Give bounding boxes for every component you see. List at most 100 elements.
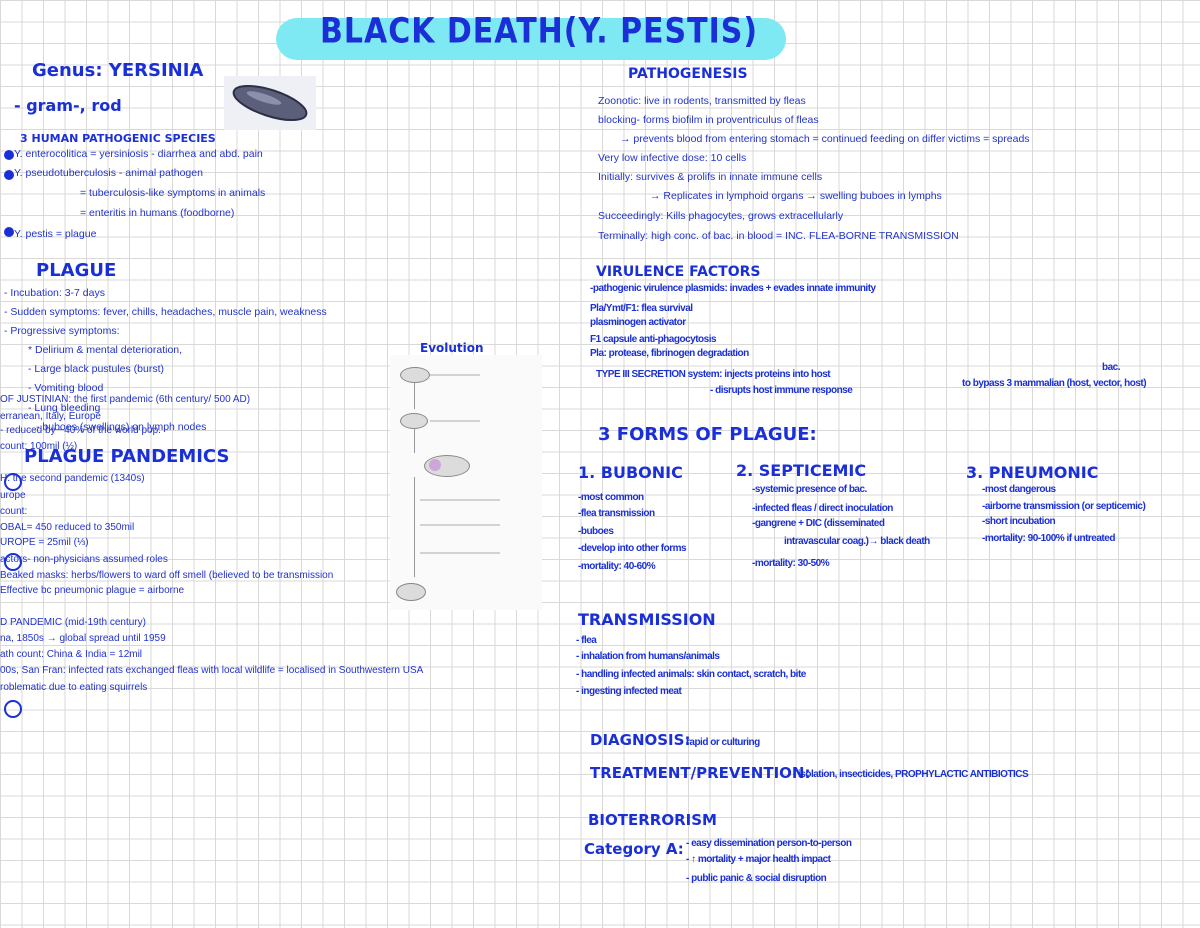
virulence-note: bac. <box>1102 362 1121 373</box>
bioterrorism-item: - easy dissemination person-to-person <box>686 838 852 849</box>
septicemic-title: 2. SEPTICEMIC <box>736 461 867 480</box>
pandemic-line: actors- non-physicians assumed roles <box>0 554 168 565</box>
pneumonic-item: -short incubation <box>982 516 1056 527</box>
justinian-line: - reduced by ~40% of the world pop. <box>0 425 161 436</box>
justinian-line: erranean, Italy, Europe <box>0 411 101 422</box>
evolution-diagram <box>390 355 542 610</box>
virulence-item: to bypass 3 mammalian (host, vector, hos… <box>962 378 1147 389</box>
septicemic-item: -gangrene + DIC (disseminated <box>752 518 885 529</box>
gram-note: - gram-, rod <box>14 96 122 115</box>
pathogenesis-item: Very low infective dose: 10 cells <box>598 152 747 164</box>
pandemic-line: OBAL= 450 reduced to 350mil <box>0 522 135 533</box>
pandemic-line: roblematic due to eating squirrels <box>0 682 148 693</box>
bacterium-image <box>224 76 316 130</box>
arrow <box>414 477 415 577</box>
pandemic-line: ath count: China & India = 12mil <box>0 649 143 660</box>
evolution-label: Evolution <box>420 341 484 355</box>
virulence-item: -pathogenic virulence plasmids: invades … <box>590 283 876 294</box>
number-circle <box>4 473 22 491</box>
justinian-line: OF JUSTINIAN: the first pandemic (6th ce… <box>0 394 251 405</box>
treatment-label: TREATMENT/PREVENTION: <box>590 764 811 782</box>
pandemic-line: UROPE = 25mil (⅓) <box>0 537 89 548</box>
plague-heading: PLAGUE <box>36 260 117 281</box>
transmission-item: - handling infected animals: skin contac… <box>576 669 806 680</box>
species-2-detail-2: = enteritis in humans (foodborne) <box>80 207 235 219</box>
pathogenesis-heading: PATHOGENESIS <box>628 66 748 82</box>
bacterium-node <box>400 367 430 383</box>
species-1: Y. enterocolitica = yersiniosis - diarrh… <box>14 148 263 160</box>
species-2-detail-1: = tuberculosis-like symptoms in animals <box>80 187 266 199</box>
plague-item: - buboes (swellings) on lymph nodes <box>36 421 207 433</box>
plague-item: - Large black pustules (burst) <box>28 363 164 375</box>
bubonic-item: -buboes <box>578 526 614 537</box>
bioterrorism-item: - ↑ mortality + major health impact <box>686 854 831 865</box>
pathogenesis-item: Initially: survives & prolifs in innate … <box>598 171 823 183</box>
septicemic-item: -mortality: 30-50% <box>752 558 830 569</box>
bioterrorism-heading: BIOTERRORISM <box>588 811 717 829</box>
treatment-value: isolation, insecticides, PROPHYLACTIC AN… <box>798 769 1029 780</box>
virulence-item: Pla/Ymt/F1: flea survival <box>590 303 693 314</box>
justinian-line: count: 100mil (½) <box>0 441 78 452</box>
bubonic-item: -mortality: 40-60% <box>578 561 656 572</box>
bubonic-title: 1. BUBONIC <box>578 463 683 482</box>
diagram-lines <box>420 374 500 554</box>
pandemic-line: Effective bc pneumonic plague = airborne <box>0 585 185 596</box>
septicemic-item: intravascular coag.)→ black death <box>784 536 930 547</box>
virulence-heading: VIRULENCE FACTORS <box>596 264 761 280</box>
pathogenesis-item: → Replicates in lymphoid organs → swelli… <box>650 190 942 202</box>
bullet-dot <box>4 150 14 160</box>
septicemic-item: -infected fleas / direct inoculation <box>752 503 893 514</box>
septicemic-item: -systemic presence of bac. <box>752 484 867 495</box>
pathogenesis-item: Zoonotic: live in rodents, transmitted b… <box>598 95 806 107</box>
virulence-item: F1 capsule anti-phagocytosis <box>590 334 717 345</box>
pathogenesis-item: Succeedingly: Kills phagocytes, grows ex… <box>598 210 844 222</box>
pathogenesis-item: blocking- forms biofilm in proventriculu… <box>598 114 819 126</box>
virulence-item: Pla: protease, fibrinogen degradation <box>590 348 749 359</box>
pandemic-line: H: the second pandemic (1340s) <box>0 473 145 484</box>
pandemic-line: count: <box>0 506 28 517</box>
pneumonic-title: 3. PNEUMONIC <box>966 463 1099 482</box>
virulence-item: - disrupts host immune response <box>710 385 853 396</box>
arrow <box>414 429 415 453</box>
bacterium-node <box>396 583 426 601</box>
species-heading: 3 HUMAN PATHOGENIC SPECIES <box>20 132 216 145</box>
plague-item: - Lung bleeding <box>28 402 101 414</box>
title-highlight <box>276 18 786 60</box>
pandemic-line: Beaked masks: herbs/flowers to ward off … <box>0 570 334 581</box>
pandemic-line: 00s, San Fran: infected rats exchanged f… <box>0 665 424 676</box>
bullet-dot <box>4 170 14 180</box>
number-circle <box>4 553 22 571</box>
virulence-item: plasminogen activator <box>590 317 686 328</box>
pandemics-heading: PLAGUE PANDEMICS <box>24 446 230 467</box>
pneumonic-item: -airborne transmission (or septicemic) <box>982 501 1146 512</box>
plague-item: - Incubation: 3-7 days <box>4 287 105 299</box>
pandemic-line: D PANDEMIC (mid-19th century) <box>0 617 146 628</box>
forms-heading: 3 FORMS OF PLAGUE: <box>598 424 817 445</box>
pandemic-line: na, 1850s → global spread until 1959 <box>0 633 166 644</box>
pneumonic-item: -most dangerous <box>982 484 1056 495</box>
transmission-heading: TRANSMISSION <box>578 610 716 629</box>
bubonic-item: -flea transmission <box>578 508 655 519</box>
bullet-dot <box>4 227 14 237</box>
arrow <box>414 383 415 409</box>
species-3: Y. pestis = plague <box>14 228 97 240</box>
transmission-item: - ingesting infected meat <box>576 686 682 697</box>
plague-item: - Vomiting blood <box>28 382 104 394</box>
diagnosis-label: DIAGNOSIS: <box>590 731 691 749</box>
pathogenesis-item: → prevents blood from entering stomach =… <box>620 133 1030 145</box>
diagnosis-value: rapid or culturing <box>686 737 760 748</box>
pandemic-line: urope <box>0 490 26 501</box>
pathogenesis-item: Terminally: high conc. of bac. in blood … <box>598 230 959 242</box>
plague-item: * Delirium & mental deterioration, <box>28 344 183 356</box>
genus-heading: Genus: YERSINIA <box>32 60 204 81</box>
transmission-item: - flea <box>576 635 597 646</box>
plague-item: - Sudden symptoms: fever, chills, headac… <box>4 306 327 318</box>
transmission-item: - inhalation from humans/animals <box>576 651 720 662</box>
bubonic-item: -develop into other forms <box>578 543 687 554</box>
plague-item: - Progressive symptoms: <box>4 325 120 337</box>
bioterrorism-item: - public panic & social disruption <box>686 873 827 884</box>
page-title: BLACK DEATH(Y. PESTIS) <box>320 11 759 52</box>
pneumonic-item: -mortality: 90-100% if untreated <box>982 533 1115 544</box>
bacterium-node <box>400 413 428 429</box>
virulence-item: TYPE III SECRETION system: injects prote… <box>596 369 831 380</box>
